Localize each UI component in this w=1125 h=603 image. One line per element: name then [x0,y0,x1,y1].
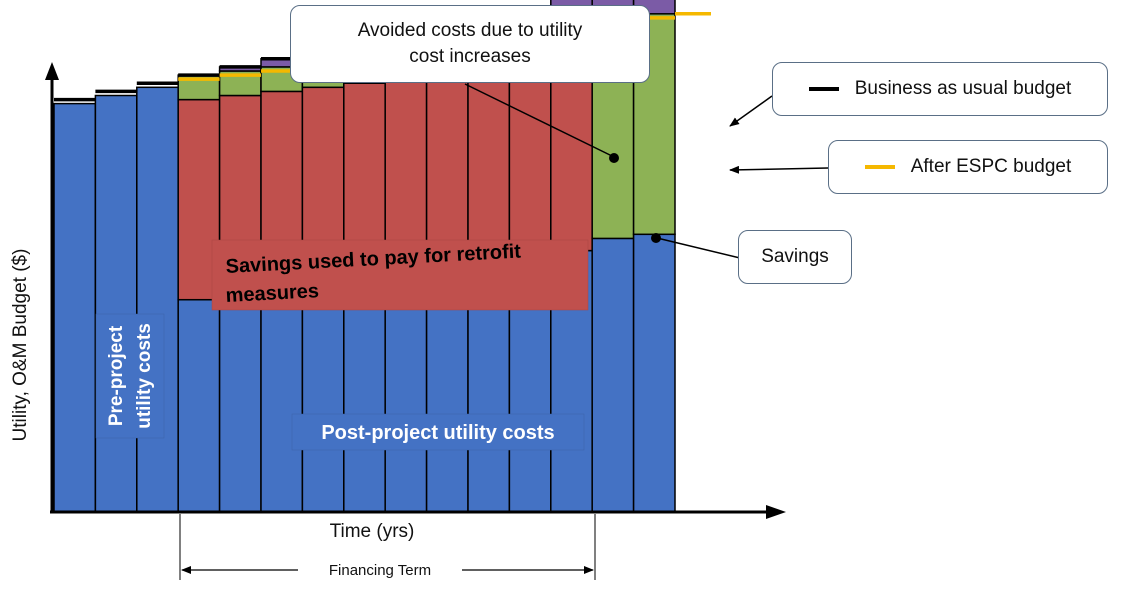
bar-post-8 [343,278,386,513]
pre-project-label-line1: Pre-project [106,325,127,426]
avoided-costs-callout: Avoided costs due to utility cost increa… [290,5,650,83]
bar-post-2 [94,94,138,513]
after-espc-swatch [864,165,895,169]
bar-post-6 [260,286,304,513]
pre-project-label: Pre-project utility costs [95,313,165,439]
financing-term-label: Financing Term [329,562,431,579]
business-as-usual-swatch [808,87,839,91]
labels-layer: Time (yrs) Utility, O&M Budget ($) Pre-p… [10,239,596,580]
savings-callout: Savings [738,230,852,284]
callout-leaders-layer [464,83,829,259]
savings-leader-line [656,237,741,259]
avoided-leader-dot [609,153,619,163]
bar-post-15 [632,233,676,513]
bar-post-7 [301,282,345,513]
after-espc-callout-label: After ESPC budget [910,156,1072,177]
bar-retrofit-10 [425,74,469,268]
x-axis-arrowhead [766,505,786,519]
bar-retrofit-11 [467,70,511,264]
espc-leader-arrow [729,165,829,174]
pre-project-label-line2: utility costs [134,323,155,429]
post-project-label: Post-project utility costs [321,422,554,444]
retrofit-label-line2: measures [225,280,319,307]
y-axis-arrowhead [45,62,59,80]
bar-retrofit-13 [550,53,593,252]
axes-layer [45,62,786,519]
bar-retrofit-12 [508,66,552,260]
avoided-costs-callout-line2: cost increases [409,46,531,67]
avoided-costs-callout-line1: Avoided costs due to utility [357,20,583,41]
bar-post-4 [177,298,221,513]
bar-post-1 [53,102,97,513]
avoided-leader-line [464,83,613,157]
bar-post-14 [591,237,635,513]
bar-post-5 [218,290,262,513]
business-as-usual-callout: Business as usual budget [772,62,1108,116]
business-as-usual-callout-label: Business as usual budget [854,78,1072,99]
bar-post-9 [384,274,428,513]
bar-post-3 [136,86,179,513]
post-project-label-box [291,413,585,451]
bau-leader-arrow [729,95,773,127]
savings-leader-dot [651,233,661,243]
x-axis-label: Time (yrs) [330,521,415,542]
y-axis-label: Utility, O&M Budget ($) [10,249,31,442]
after-espc-callout: After ESPC budget [828,140,1108,194]
retrofit-label-box [211,239,589,311]
savings-callout-label: Savings [761,246,829,267]
